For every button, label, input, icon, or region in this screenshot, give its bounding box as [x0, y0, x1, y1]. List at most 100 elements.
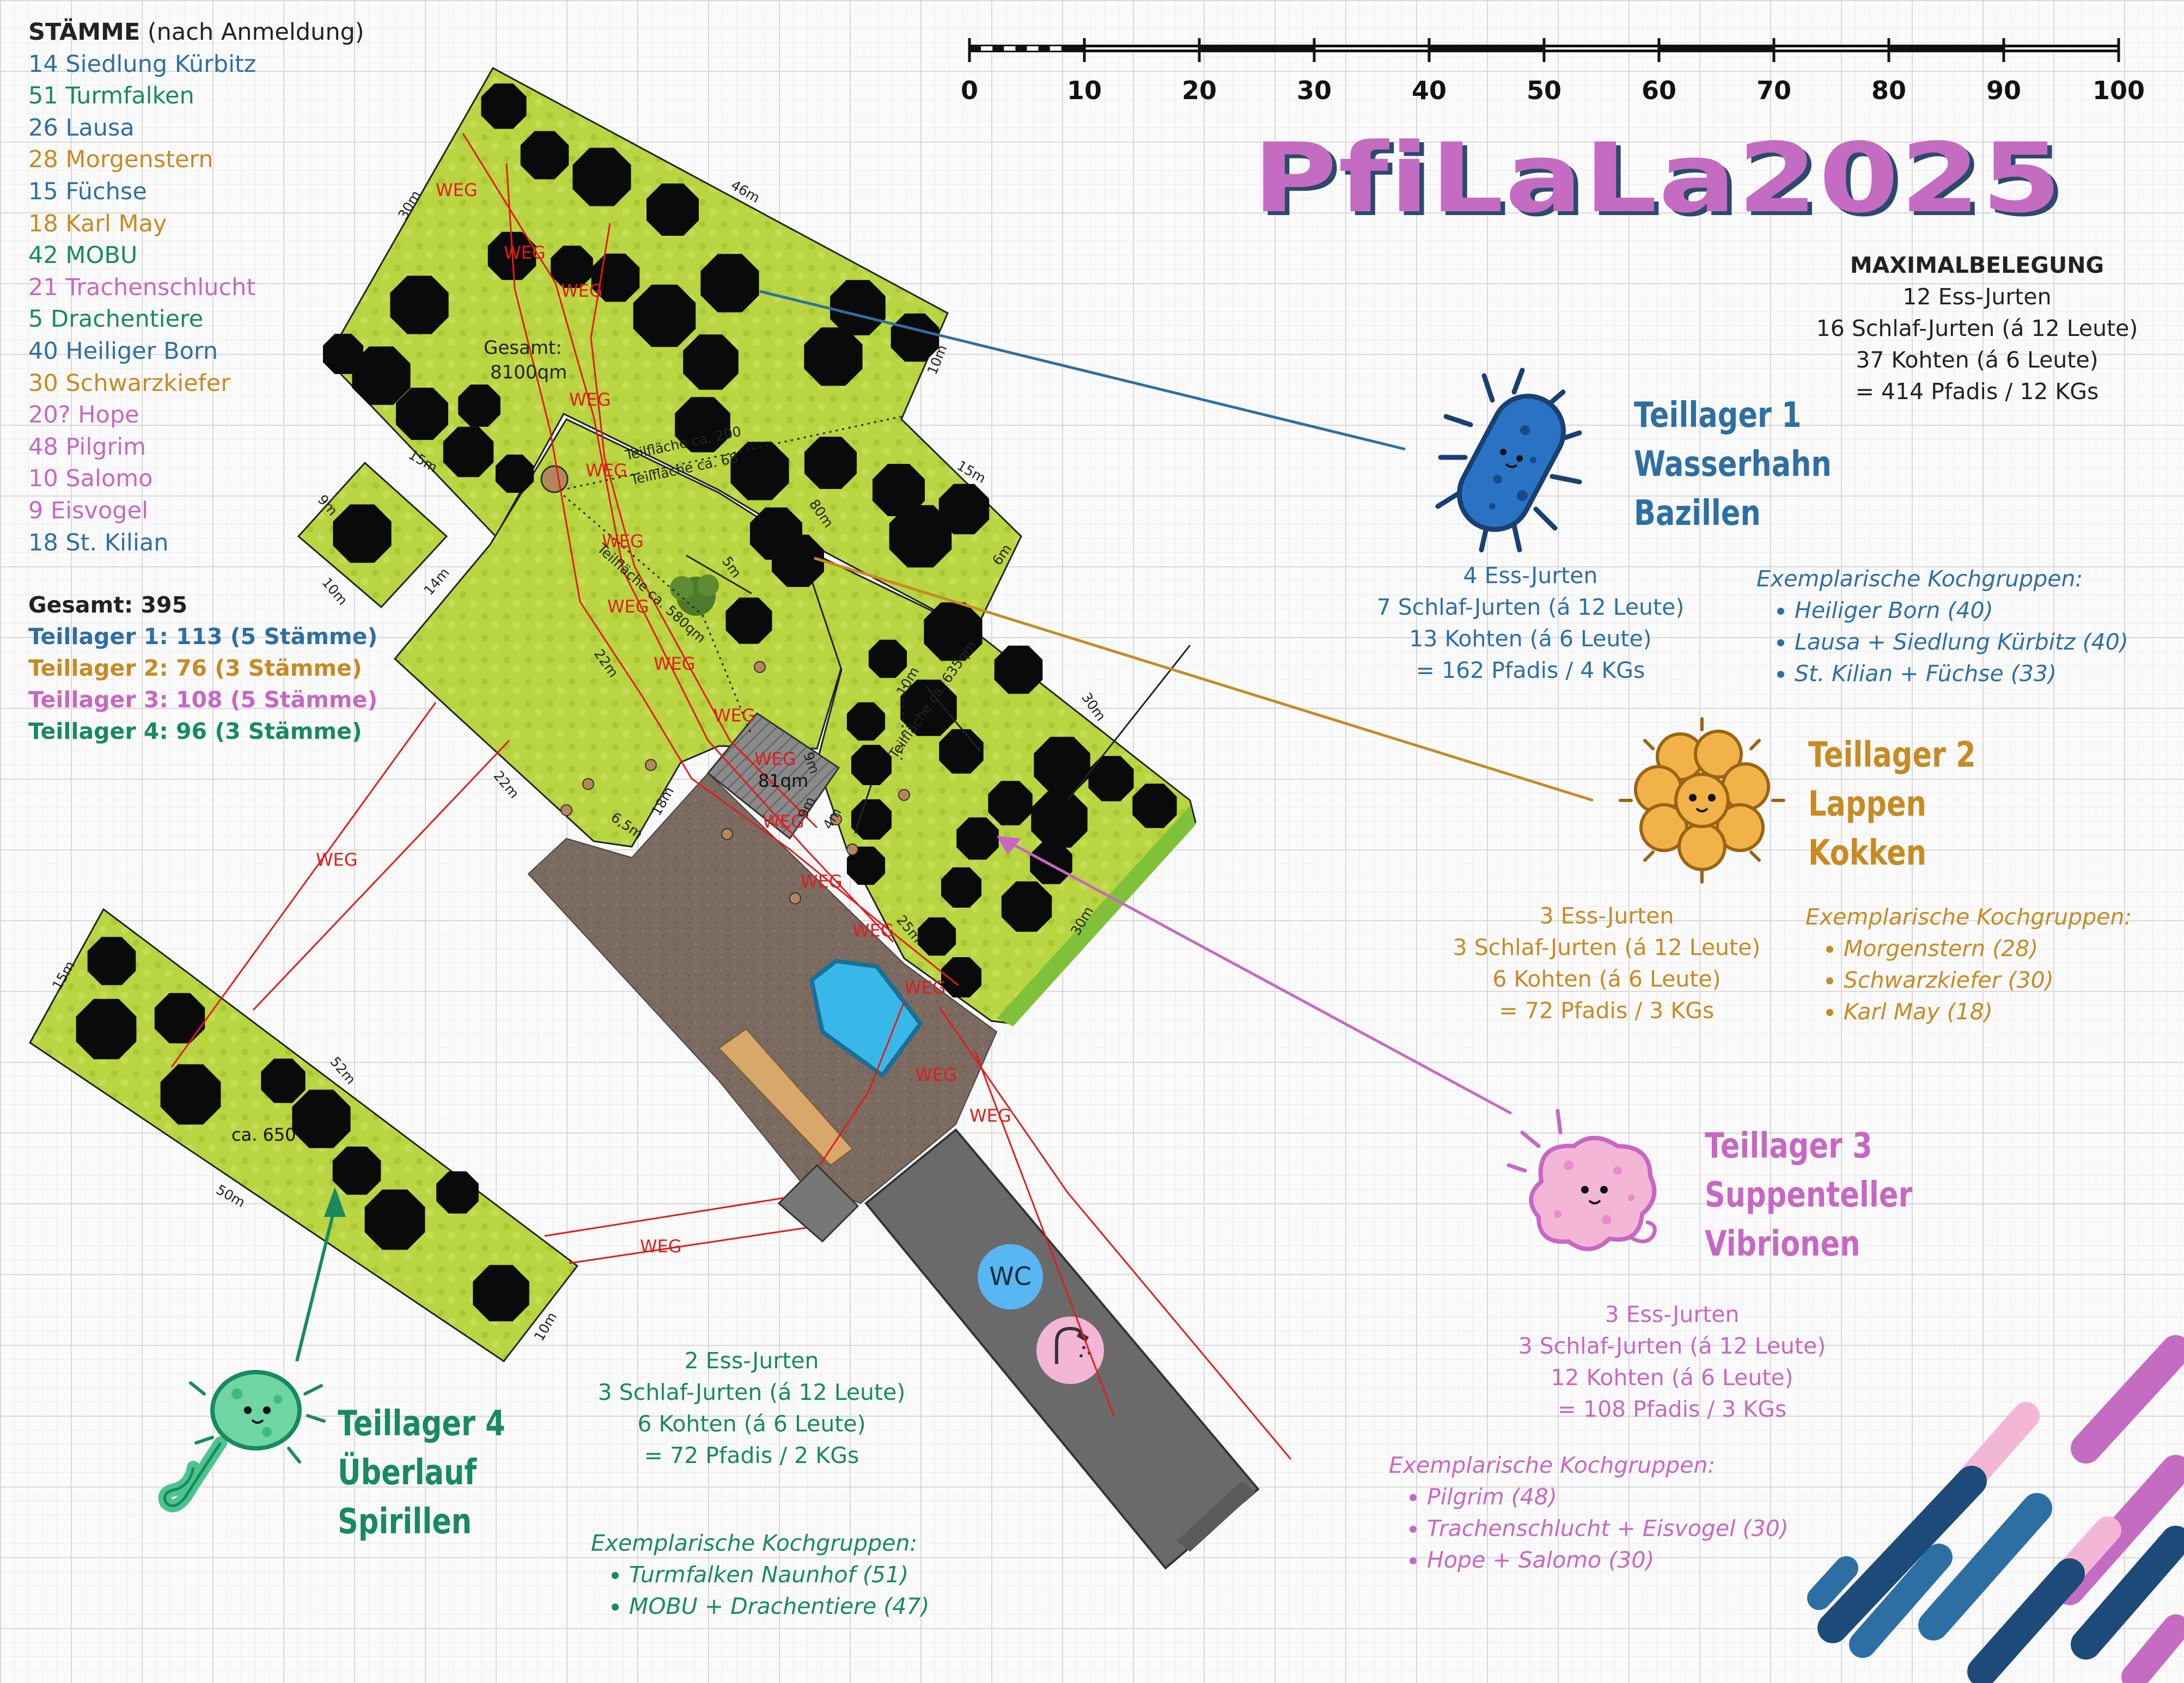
svg-text:WEG: WEG	[640, 1236, 682, 1257]
tree-icon	[572, 148, 631, 206]
tree-icon	[76, 999, 137, 1060]
tree-icon	[851, 745, 892, 785]
stamm-item: 48 Pilgrim	[28, 433, 147, 461]
stamm-item: 18 Karl May	[28, 210, 167, 237]
svg-text:WEG: WEG	[436, 180, 478, 200]
scale-tick-label: 50	[1527, 76, 1561, 105]
tree-icon	[772, 535, 824, 587]
teillager-2-kochgruppen: Exemplarische Kochgruppen: Morgenstern (…	[1805, 901, 2132, 1027]
tree-icon	[851, 799, 892, 840]
connector-tl3	[1001, 837, 1512, 1115]
tree-icon	[396, 388, 448, 440]
tree-icon	[333, 504, 392, 563]
tree-icon	[1001, 881, 1052, 932]
stamm-item: 51 Turmfalken	[28, 82, 194, 110]
tree-icon	[1132, 784, 1177, 828]
svg-text:WEG: WEG	[561, 280, 603, 301]
scale-segment	[1774, 47, 1889, 50]
stamm-item: 28 Morgenstern	[28, 146, 213, 174]
bacillus-mascot-icon	[1435, 368, 1582, 553]
tree-icon	[633, 284, 696, 347]
decorative-stripes	[1807, 1335, 2184, 1683]
svg-text:WEG: WEG	[504, 242, 546, 263]
tree-icon	[154, 993, 205, 1044]
scale-tick-label: 30	[1297, 76, 1332, 105]
tree-icon	[352, 346, 411, 405]
tree-icon	[725, 597, 772, 644]
connector-tl1	[759, 290, 1406, 451]
scale-tick-label: 40	[1412, 76, 1447, 105]
stamm-item: 10 Salomo	[28, 465, 153, 493]
tree-icon	[323, 334, 363, 374]
wc-circle	[978, 1244, 1043, 1309]
tree-icon	[846, 702, 886, 741]
scale-tick-label: 10	[1067, 76, 1102, 105]
gesamt-area-label: Gesamt:	[484, 337, 562, 359]
pool	[809, 958, 923, 1079]
arrowhead-tl4	[324, 1187, 346, 1217]
stairs	[777, 1164, 859, 1243]
scale-tick-label: 80	[1871, 76, 1906, 105]
dotted-dividers	[560, 415, 905, 760]
tree-icon	[646, 183, 699, 236]
gravel-terrace	[527, 772, 998, 1204]
stumps	[560, 661, 910, 904]
tree-icon	[87, 937, 136, 986]
tree-icon	[700, 254, 759, 313]
area-tl4-label: ca. 650	[231, 1124, 296, 1145]
tree-icon	[804, 437, 857, 489]
scale-tick-label: 70	[1756, 76, 1791, 105]
tree-icon	[675, 397, 730, 452]
teillager-total: Teillager 2: 76 (3 Stämme)	[28, 655, 362, 681]
tree-icon	[846, 846, 886, 885]
svg-text:WEG: WEG	[801, 871, 843, 892]
tree-icon	[1088, 756, 1134, 801]
tree-icon	[261, 1058, 306, 1103]
tree-icon	[332, 1146, 381, 1195]
tree-icon	[873, 464, 925, 516]
svg-text:WEG: WEG	[713, 705, 755, 726]
staemme-list: STÄMME (nach Anmeldung) 14 Siedlung Kürb…	[28, 16, 364, 559]
tree-icon	[941, 957, 981, 997]
stamm-item: 15 Füchse	[28, 178, 147, 205]
tree-icon	[481, 83, 527, 129]
bush-icon	[670, 574, 719, 616]
tree-icon	[730, 442, 789, 500]
svg-text:WEG: WEG	[316, 849, 358, 870]
stamm-item: 42 MOBU	[28, 242, 138, 270]
max-belegung-heading: MAXIMALBELEGUNG	[1850, 252, 2104, 278]
scale-segment	[2004, 47, 2119, 50]
page-title: PfiLaLa2025	[1253, 123, 2063, 234]
totals: Gesamt: 395 Teillager 1: 113 (5 Stämme)T…	[28, 589, 377, 747]
stamm-item: 40 Heiliger Born	[28, 337, 218, 365]
tree-icon	[939, 729, 984, 774]
stamm-item: 18 St. Kilian	[28, 529, 169, 556]
stamm-item: 9 Eisvogel	[28, 497, 148, 524]
dimension-label: 14m	[420, 565, 452, 598]
tree-icon	[941, 867, 981, 908]
vibrio-mascot-icon	[1506, 1109, 1657, 1251]
building-roof-detail	[1176, 1481, 1255, 1552]
gesamt-total: Gesamt: 395	[28, 592, 188, 618]
tree-icon	[495, 454, 534, 493]
tree-icon	[994, 645, 1043, 694]
connector-tl4	[295, 1205, 337, 1362]
stamm-item: 20? Hope	[28, 401, 139, 429]
tree-icon	[900, 680, 957, 736]
scale-tick-label: 20	[1182, 76, 1217, 105]
max-belegung-line: 16 Schlaf-Jurten (á 12 Leute)	[1816, 315, 2138, 341]
stamm-item: 14 Siedlung Kürbitz	[28, 50, 257, 78]
connector-tl2	[814, 556, 1594, 802]
stamm-item: 21 Trachenschlucht	[28, 273, 256, 301]
tree-icon	[443, 426, 494, 478]
tree-icon	[938, 484, 990, 535]
scale-tick-label: 60	[1642, 76, 1676, 105]
